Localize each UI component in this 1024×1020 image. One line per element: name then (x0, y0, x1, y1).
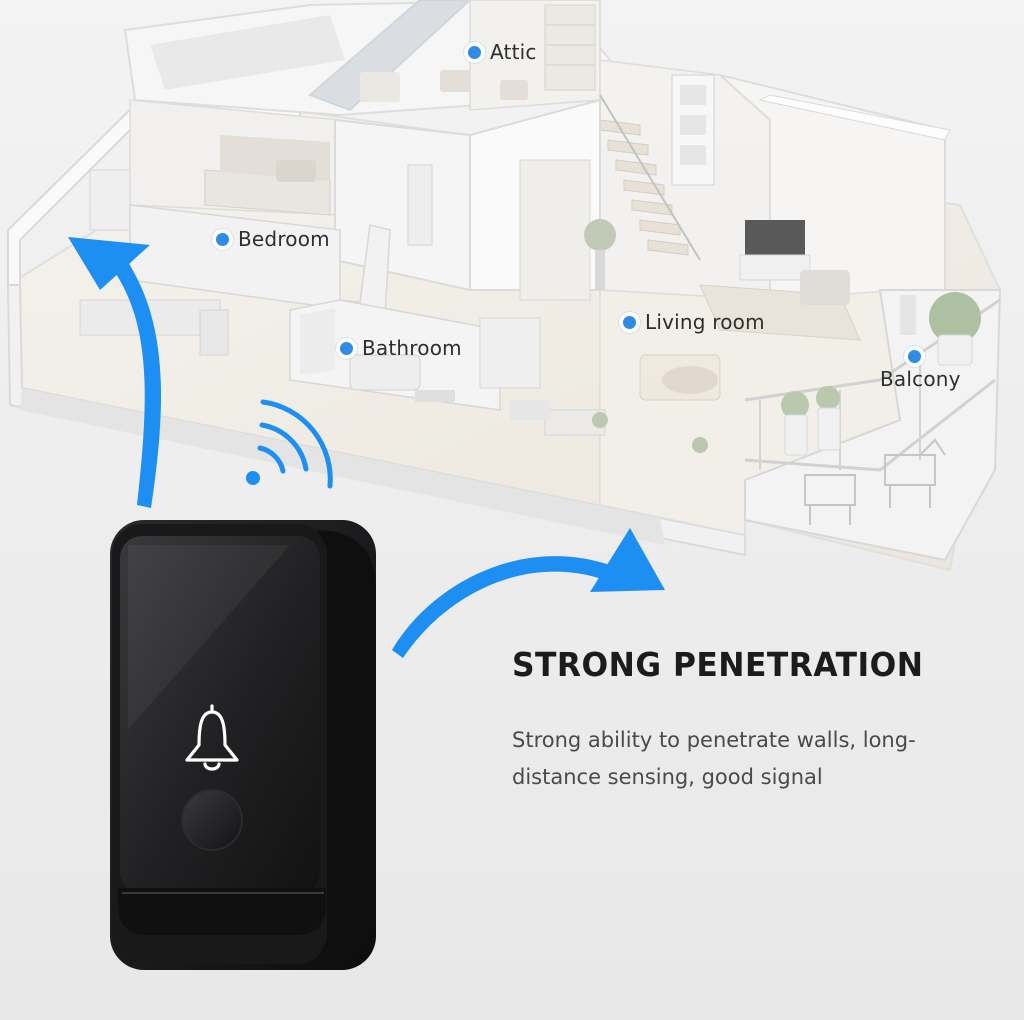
room-label-text: Bedroom (238, 227, 330, 251)
location-dot-icon (623, 315, 636, 329)
location-dot-icon (908, 350, 921, 363)
room-label-text: Attic (490, 40, 537, 64)
description: Strong ability to penetrate walls, long-… (512, 728, 916, 789)
room-label-bathroom: Bathroom (340, 336, 462, 360)
room-label-attic: Attic (468, 40, 537, 64)
house-floorplan (6, 0, 1002, 572)
arrow-icon (68, 237, 665, 658)
room-label-living-room: Living room (623, 310, 765, 334)
room-label-text: Living room (645, 310, 765, 334)
location-dot-icon (468, 45, 481, 59)
room-label-text: Balcony (880, 367, 961, 391)
room-label-balcony: Balcony (880, 350, 961, 391)
location-dot-icon (216, 232, 229, 246)
location-dot-icon (340, 341, 353, 355)
room-label-text: Bathroom (362, 336, 462, 360)
bell-icon (185, 704, 239, 771)
room-label-bedroom: Bedroom (216, 227, 330, 251)
wifi-signal-icon (246, 399, 333, 489)
doorbell-device (110, 520, 376, 970)
headline: STRONG PENETRATION (512, 645, 924, 684)
